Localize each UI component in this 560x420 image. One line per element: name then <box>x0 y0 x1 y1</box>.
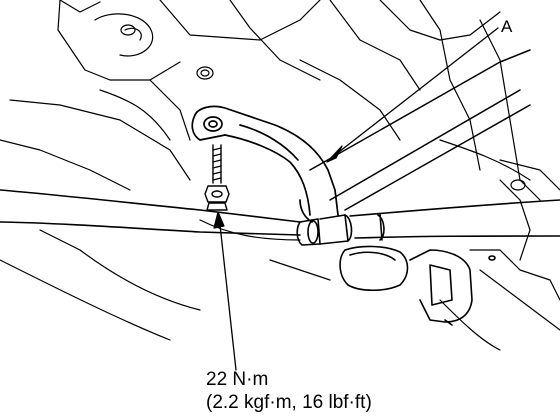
torque-leader <box>219 224 237 371</box>
bolt-and-nut <box>204 144 230 211</box>
long-bar-upper <box>0 189 560 239</box>
underbody-frame-lines <box>0 0 560 351</box>
exhaust-hanger <box>339 245 496 326</box>
bracket-a <box>191 105 339 223</box>
torque-spec-imperial: (2.2 kgf·m, 16 lbf·ft) <box>206 392 372 413</box>
callout-label-a: A <box>501 17 513 36</box>
callout-arrow-a <box>326 145 343 163</box>
diagonal-tube <box>309 49 531 211</box>
bar-bushing <box>296 213 385 246</box>
frame-holes <box>120 24 526 191</box>
torque-spec-metric: 22 N·m <box>206 369 269 390</box>
callout-leader-a <box>334 27 499 156</box>
torque-arrow <box>213 211 225 229</box>
